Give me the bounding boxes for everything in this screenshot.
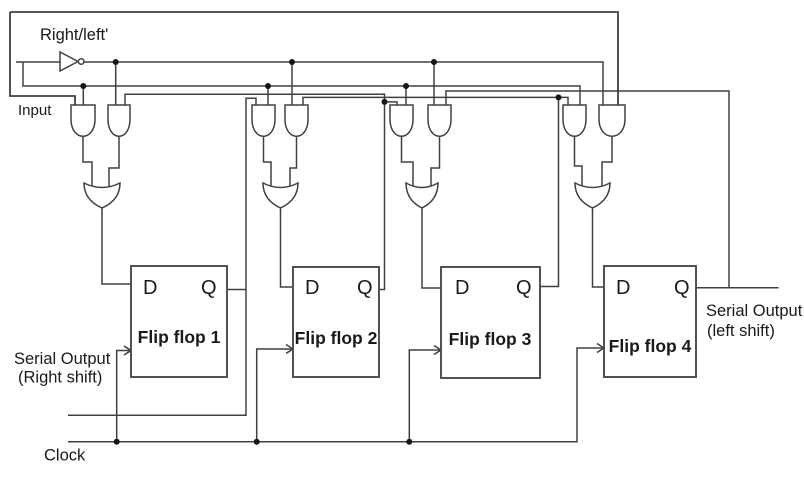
junction-dot (289, 59, 295, 65)
or-gate-icon (574, 181, 611, 209)
wire-q1-feedback-and-serial-right (68, 97, 257, 417)
and-gate-icon (598, 104, 626, 137)
input-label: Input (18, 102, 52, 119)
flip-flop-box (130, 265, 228, 378)
q-output-label: Q (674, 277, 690, 299)
not-gate-icon (59, 50, 85, 73)
wire-clock-riser-3 (408, 349, 441, 442)
wire-mode-select (16, 61, 604, 106)
wire-input-feed (9, 11, 619, 106)
wire-or-to-d (591, 207, 604, 288)
d-input-label: D (143, 277, 157, 299)
wire-and-to-or (108, 136, 120, 186)
flip-flop-name: Flip flop 1 (138, 327, 221, 347)
flip-flop-1: D Q Flip flop 1 (130, 265, 228, 378)
wire-and-to-or (601, 136, 613, 186)
q-output-label: Q (201, 277, 217, 299)
wire-q-feedback (68, 90, 779, 417)
flip-flop-box (292, 266, 380, 378)
and-gate-icon (107, 104, 131, 137)
junction-dots (80, 59, 562, 445)
wire-and-to-or (82, 136, 93, 186)
not-gate-bubble (77, 57, 85, 66)
wire-and-to-or (573, 136, 583, 186)
wire-and-to-or (430, 136, 441, 186)
flip-flop-3: D Q Flip flop 3 (440, 266, 541, 379)
outer-labels: Right/left' Input Serial Output (Right s… (14, 26, 803, 465)
serial-output-right-label-line2: (Right shift) (18, 369, 102, 387)
wire-q3-feedback (302, 96, 569, 106)
wire-select-inverted (84, 61, 604, 106)
serial-output-left-label-line1: Serial Output (706, 302, 803, 320)
flip-flop-name: Flip flop 3 (449, 329, 532, 349)
junction-dot (555, 94, 562, 101)
not-gate-triangle (59, 50, 80, 73)
q-output-label: Q (357, 277, 373, 299)
flip-flop-box (440, 266, 541, 379)
junction-dot (80, 83, 87, 89)
d-input-label: D (305, 277, 319, 299)
and-gate-icon (70, 104, 96, 137)
flip-flop-4: D Q Flip flop 4 (603, 265, 697, 378)
clock-label: Clock (44, 447, 86, 465)
wire-or-to-d (421, 207, 441, 289)
serial-output-right-label-line1: Serial Output (14, 350, 111, 368)
and-gate-icon (562, 104, 587, 137)
wire-clock-riser-2 (255, 348, 293, 442)
q-output-label: Q (516, 277, 532, 299)
wire-input-top (10, 11, 619, 106)
wire-q4-feedback (445, 90, 730, 288)
wire-select-direct (22, 62, 581, 106)
d-input-label: D (616, 277, 630, 299)
flip-flop-box (603, 265, 697, 378)
junction-dot (406, 438, 413, 445)
wire-input-left (9, 12, 76, 106)
junction-dot (431, 59, 437, 65)
junction-dot (112, 59, 119, 65)
and-gate-icon (284, 104, 309, 137)
and-gate-icon (251, 104, 276, 137)
or-gate-icon (262, 181, 299, 209)
flip-flop-name: Flip flop 4 (609, 336, 692, 356)
serial-output-left-label-line2: (left shift) (707, 322, 775, 340)
wire-q3-riser (540, 97, 560, 288)
d-input-label: D (455, 277, 469, 299)
wire-and-to-or (262, 136, 272, 186)
stage-3-gates (389, 104, 452, 289)
wire-q2-feedback (124, 93, 386, 291)
junction-dot (265, 83, 271, 89)
wire-or-to-d (279, 207, 293, 288)
flip-flop-2: D Q Flip flop 2 (292, 266, 380, 378)
junction-dot (113, 438, 120, 445)
junction-dot (381, 98, 388, 105)
or-gate-icon (405, 181, 439, 209)
mode-label: Right/left' (40, 26, 108, 44)
stage-2-gates (251, 104, 309, 288)
wire-clock-riser-1 (115, 349, 131, 442)
wire-and-to-or (400, 136, 414, 186)
and-gate-icon (389, 104, 414, 137)
stage-4-gates (562, 104, 626, 288)
stage-1-gates (70, 104, 131, 285)
or-gate-icon (83, 181, 121, 209)
junction-dot (253, 438, 260, 445)
flip-flop-name: Flip flop 2 (295, 328, 378, 348)
wire-clock-main (68, 347, 604, 443)
and-gate-icon (427, 104, 452, 137)
wire-and-to-or (289, 136, 298, 186)
wire-or-to-d (101, 207, 131, 285)
junction-dot (403, 83, 409, 89)
